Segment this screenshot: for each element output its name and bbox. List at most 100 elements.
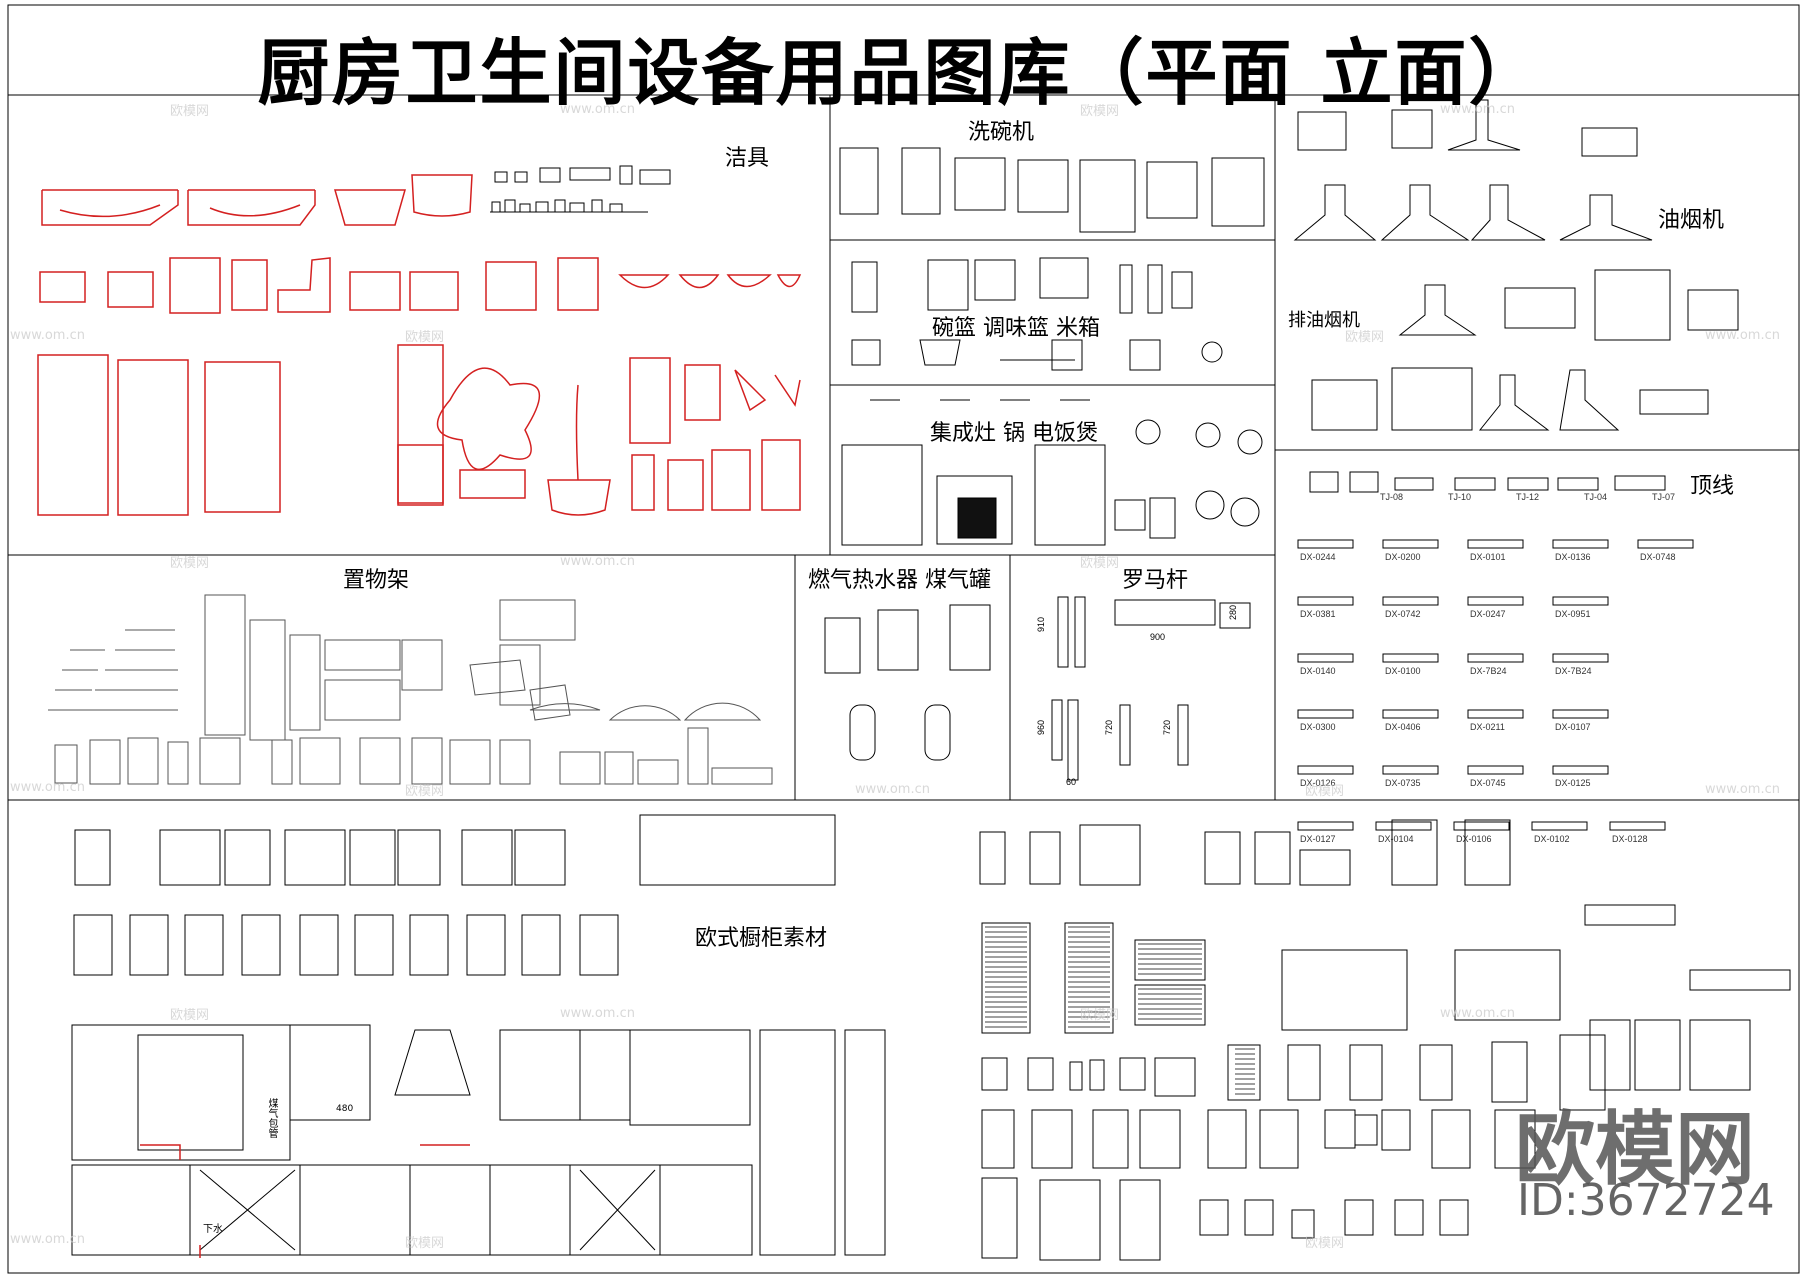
molding-code-label: DX-0136 — [1555, 552, 1591, 562]
section-label-crown-molding: 顶线 — [1690, 474, 1735, 499]
section-label-exhaust-hood: 排油烟机 — [1288, 310, 1360, 331]
molding-profile — [1467, 539, 1524, 549]
molding-profile — [1552, 539, 1609, 549]
molding-code-label: TJ-12 — [1516, 492, 1539, 502]
section-label-stove: 集成灶 锅 电饭煲 — [930, 421, 1098, 446]
molding-code-label: DX-0244 — [1300, 552, 1336, 562]
molding-code-label: DX-0104 — [1378, 834, 1414, 844]
watermark-9: 欧模网 — [170, 556, 210, 571]
molding-code-label: DX-7B24 — [1555, 666, 1592, 676]
molding-profile — [1297, 765, 1354, 775]
molding-profile — [1552, 709, 1609, 719]
molding-code-label: DX-0101 — [1470, 552, 1506, 562]
watermark-7: 欧模网 — [1345, 330, 1385, 345]
cabinet-door-group — [73, 814, 836, 976]
stove-group — [841, 399, 1263, 546]
watermark-21: www.om.cn — [10, 1232, 85, 1247]
molding-code-label: DX-0102 — [1534, 834, 1570, 844]
section-label-euro-cabinet: 欧式橱柜素材 — [695, 926, 828, 951]
watermark-2: www.om.cn — [560, 102, 635, 117]
roman-rod-group — [1051, 596, 1251, 781]
molding-code-label: DX-0735 — [1385, 778, 1421, 788]
watermark-6: 欧模网 — [405, 330, 445, 345]
molding-profile — [1382, 709, 1439, 719]
watermark-5: www.om.cn — [10, 328, 85, 343]
brand-id: ID:3672724 — [1517, 1175, 1775, 1226]
watermark-17: 欧模网 — [170, 1008, 210, 1023]
range-hood-group — [1293, 99, 1739, 431]
molding-code-label: DX-0128 — [1612, 834, 1648, 844]
watermark-15: 欧模网 — [1305, 784, 1345, 799]
molding-profile — [1297, 539, 1354, 549]
molding-code-label: TJ-07 — [1652, 492, 1675, 502]
watermark-12: www.om.cn — [10, 780, 85, 795]
sanitary-accessories-group — [490, 165, 671, 213]
molding-profile — [1297, 653, 1354, 663]
rod-dim-a: 910 — [1036, 617, 1046, 632]
gas-pipe-note: 煤气包管 — [266, 1098, 277, 1138]
water-heater-group — [824, 604, 991, 761]
page-title: 厨房卫生间设备用品图库（平面 立面） — [257, 31, 1543, 115]
molding-code-label: DX-0247 — [1470, 609, 1506, 619]
molding-profile — [1637, 539, 1694, 549]
molding-code-label: DX-7B24 — [1470, 666, 1507, 676]
molding-code-label: DX-0742 — [1385, 609, 1421, 619]
molding-profile — [1297, 709, 1354, 719]
basket-group — [851, 257, 1223, 371]
rod-dim-top: 900 — [1150, 632, 1165, 642]
molding-profile — [1382, 653, 1439, 663]
molding-group — [1297, 471, 1694, 831]
molding-code-label: DX-0211 — [1470, 722, 1505, 732]
watermark-19: 欧模网 — [1080, 1008, 1120, 1023]
molding-code-label: DX-0748 — [1640, 552, 1676, 562]
molding-code-label: DX-0100 — [1385, 666, 1421, 676]
molding-code-label: DX-0951 — [1555, 609, 1591, 619]
watermark-22: 欧模网 — [405, 1236, 445, 1251]
watermark-3: 欧模网 — [1080, 104, 1120, 119]
molding-profile — [1467, 596, 1524, 606]
section-label-range-hood: 油烟机 — [1658, 208, 1725, 233]
molding-profile — [1375, 821, 1432, 831]
watermark-14: www.om.cn — [855, 782, 930, 797]
section-label-baskets: 碗篮 调味篮 米箱 — [932, 316, 1100, 341]
louver-doors — [985, 926, 1255, 1095]
rod-dim-c: 720 — [1104, 720, 1114, 735]
rod-dimensions: 910 960 720 720 60 900 280 — [1036, 605, 1238, 787]
watermark-16: www.om.cn — [1705, 782, 1780, 797]
molding-profile — [1552, 596, 1609, 606]
molding-profile — [1382, 539, 1439, 549]
molding-code-label: TJ-04 — [1584, 492, 1607, 502]
watermark-11: 欧模网 — [1080, 556, 1120, 571]
section-label-sanitary: 洁具 — [725, 146, 770, 171]
rod-dim-d: 720 — [1162, 720, 1172, 735]
molding-profile — [1297, 821, 1354, 831]
rod-dim-side: 280 — [1228, 605, 1238, 620]
molding-profile — [1297, 596, 1354, 606]
molding-code-label: DX-0745 — [1470, 778, 1506, 788]
watermark-20: www.om.cn — [1440, 1006, 1515, 1021]
rod-dim-e: 60 — [1066, 777, 1076, 787]
drain-note: 下水 — [203, 1224, 223, 1235]
molding-code-label: DX-0300 — [1300, 722, 1336, 732]
molding-profile — [1467, 653, 1524, 663]
molding-code-label: DX-0126 — [1300, 778, 1336, 788]
watermark-1: 欧模网 — [170, 104, 210, 119]
molding-profile — [1609, 821, 1666, 831]
dishwasher-group — [839, 147, 1265, 233]
molding-code-label: DX-0406 — [1385, 722, 1421, 732]
watermark-18: www.om.cn — [560, 1006, 635, 1021]
watermark-10: www.om.cn — [560, 554, 635, 569]
watermark-13: 欧模网 — [405, 784, 445, 799]
watermark-23: 欧模网 — [1305, 1236, 1345, 1251]
section-label-water-heater: 燃气热水器 煤气罐 — [808, 568, 991, 593]
molding-code-label: TJ-08 — [1380, 492, 1403, 502]
molding-profile — [1552, 765, 1609, 775]
molding-profile — [1453, 821, 1510, 831]
molding-code-label: DX-0125 — [1555, 778, 1591, 788]
watermark-8: www.om.cn — [1705, 328, 1780, 343]
molding-profile — [1467, 709, 1524, 719]
molding-profile — [1382, 765, 1439, 775]
cabinet-dim: 480 — [336, 1104, 354, 1114]
molding-code-label: DX-0200 — [1385, 552, 1421, 562]
